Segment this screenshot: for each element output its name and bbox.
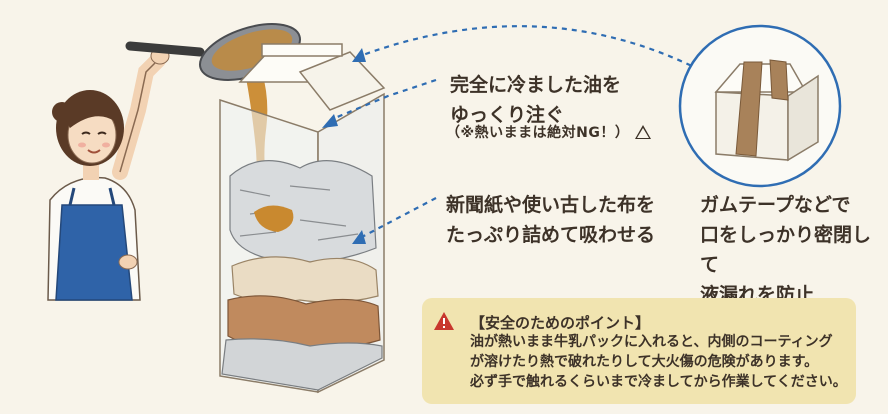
pour-label-line-1: 完全に冷ました油を [450,74,622,96]
arrowhead-pour [322,114,338,128]
warning-triangle-icon [434,312,454,330]
safety-callout-box [422,298,856,404]
fill-label-line-2: たっぷり詰めて吸わせる [446,224,656,246]
arrowhead-fill [352,230,366,244]
arrow-fill [359,197,437,239]
sealed-carton-inset [678,24,842,188]
arrow-pour [329,78,437,122]
safety-body: 油が熱いまま牛乳パックに入れると、内側のコーティング が溶けたり熱で破れたりして… [470,332,847,392]
fill-label: 新聞紙や使い古した布を たっぷり詰めて吸わせる [446,190,655,250]
seal-label: ガムテープなどで 口をしっかり密閉して 液漏れを防止 [700,190,888,310]
seal-label-line-2: 口をしっかり密閉して [700,224,872,276]
caution-triangle-icon [635,125,652,139]
woman-figure [47,47,170,301]
safety-title: 【安全のためのポイント】 [470,314,651,332]
fill-label-line-1: 新聞紙や使い古した布を [446,194,656,216]
dashed-arrows [329,25,701,239]
safety-line-2: が溶けたり熱で破れたりして大火傷の危険があります。 [470,354,819,370]
pour-note: （※熱いままは絶対NG！） [446,122,652,142]
safety-line-1: 油が熱いまま牛乳パックに入れると、内側のコーティング [470,334,833,350]
pour-label-line-2: ゆっくり注ぐ [450,104,565,126]
arrow-seal [359,25,701,71]
safety-line-3: 必ず手で触れるくらいまで冷ましてから作業してください。 [470,374,847,390]
arrowhead-seal [352,48,366,62]
milk-carton [219,43,386,394]
seal-label-line-1: ガムテープなどで [700,194,851,216]
pour-label: 完全に冷ました油を ゆっくり注ぐ [450,70,621,130]
pour-note-text: （※熱いままは絶対NG！） [446,125,630,141]
